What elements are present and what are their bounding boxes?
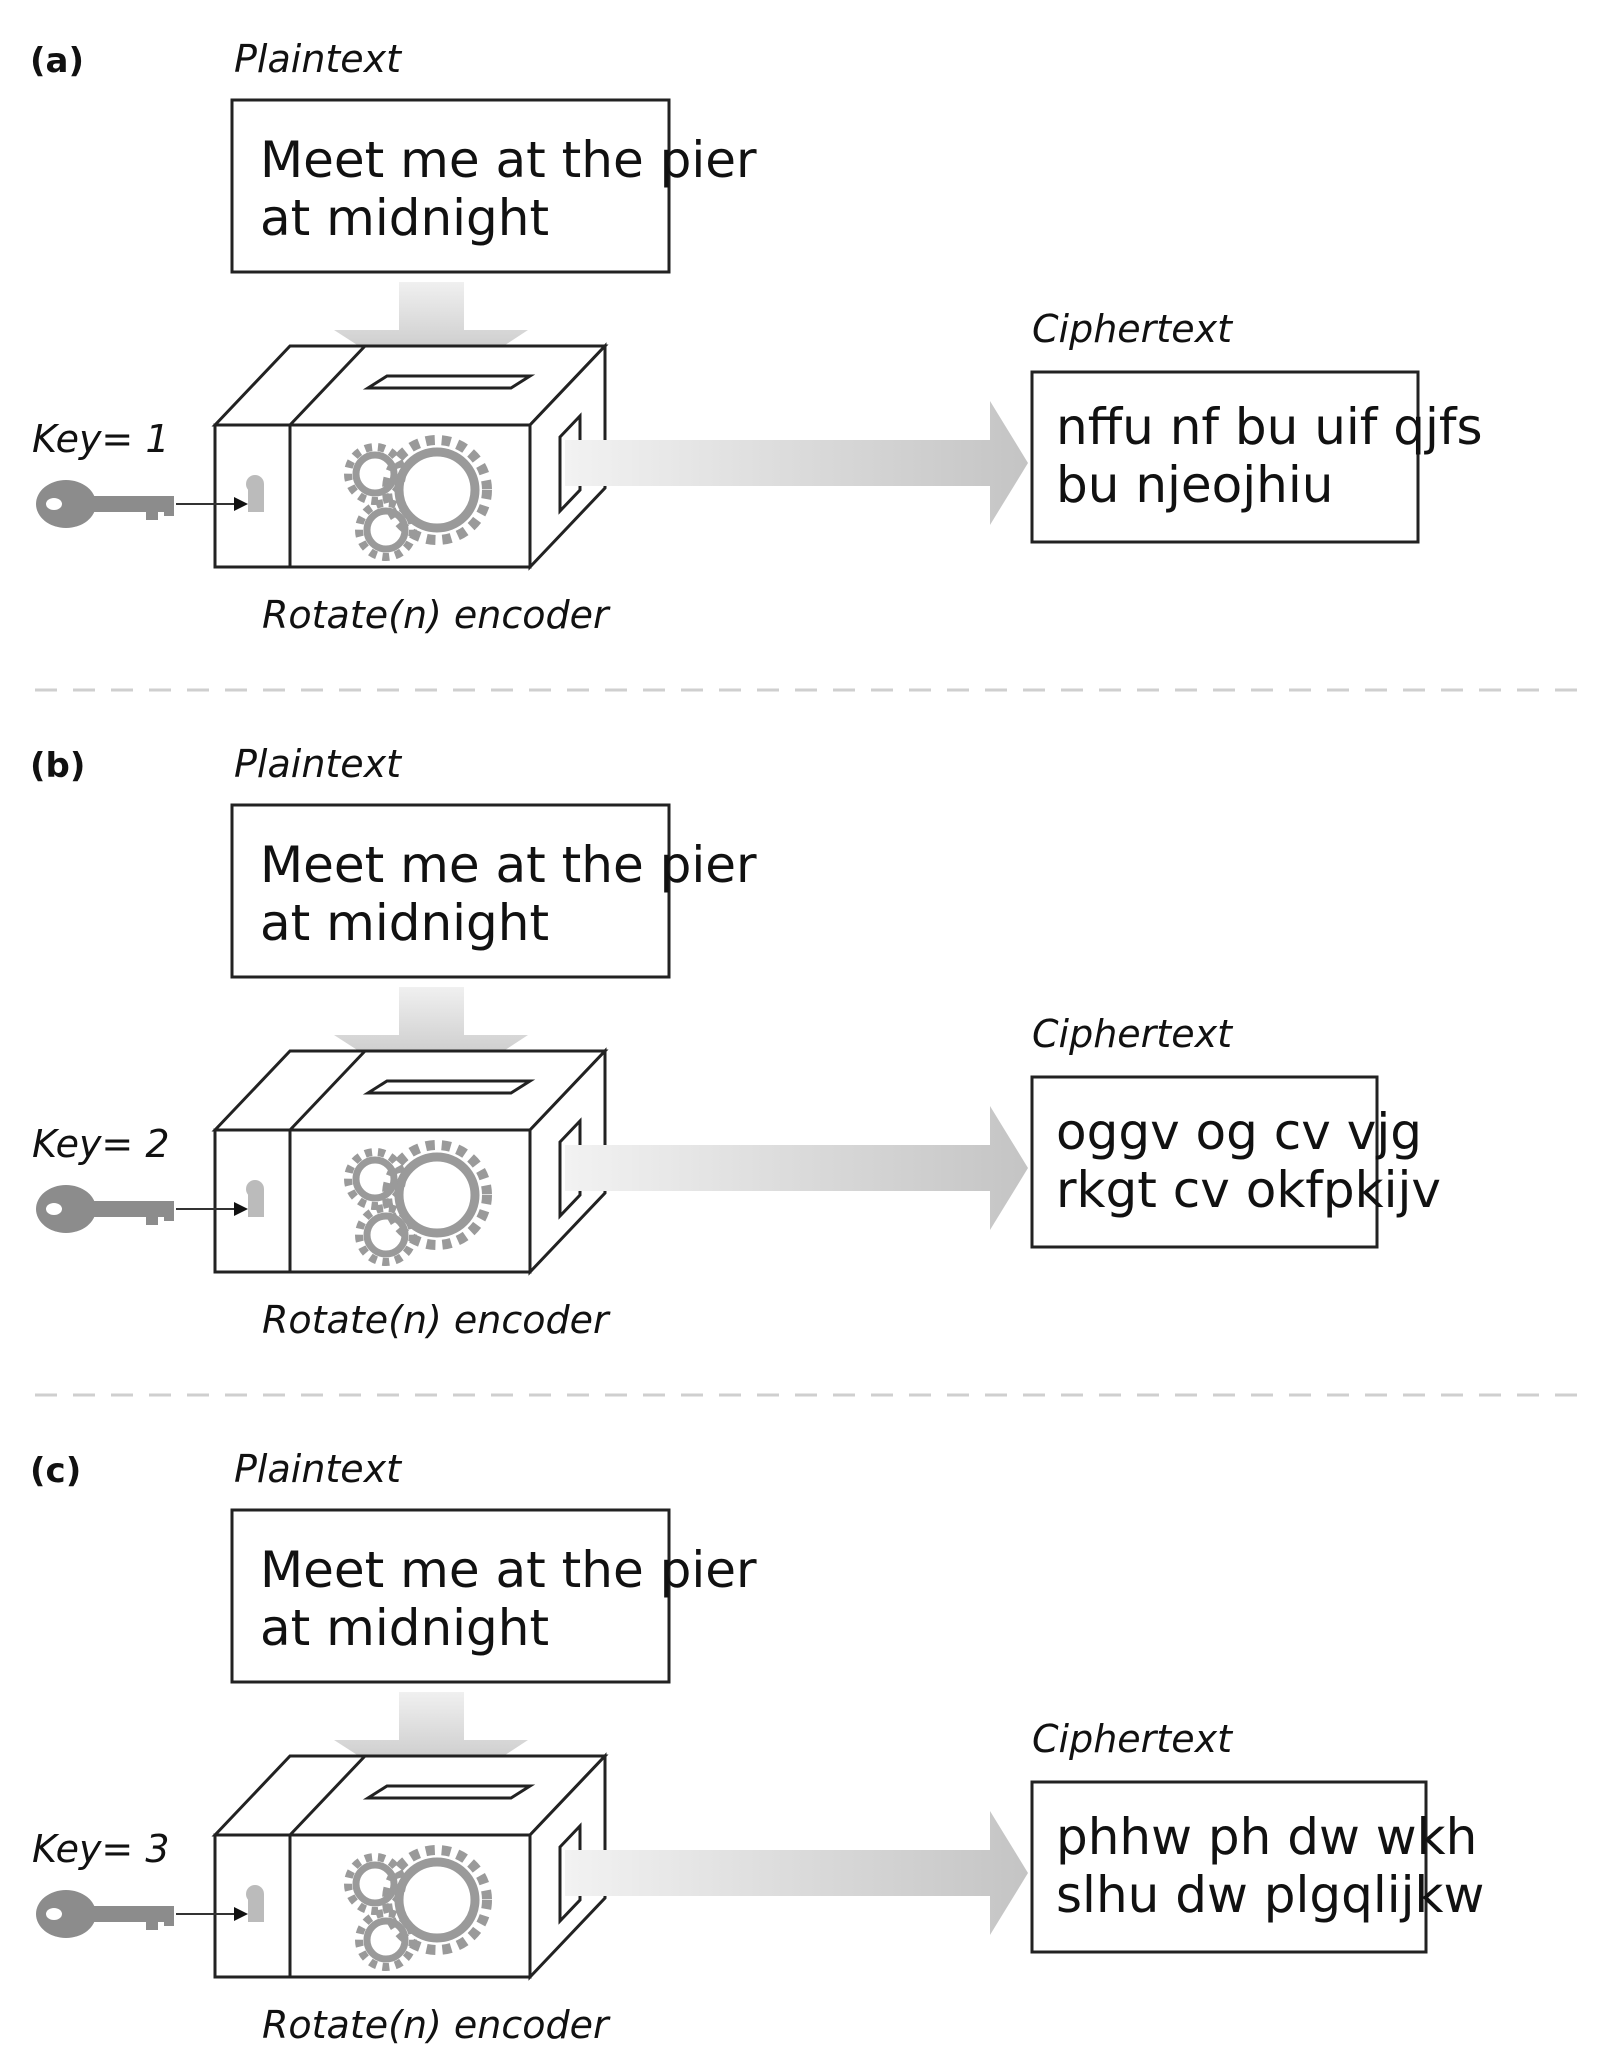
plaintext-line-2: at midnight [260,894,549,952]
key-icon [36,480,174,528]
ciphertext-caption: Ciphertext [1032,1717,1234,1761]
arrow-icon [565,1811,1028,1935]
panel-label: (a) [30,41,84,81]
plaintext-box [230,98,671,274]
ciphertext-box [1030,370,1420,544]
plaintext-caption: Plaintext [234,1447,403,1491]
ciphertext-line-2: slhu dw plgqlijkw [1056,1866,1484,1924]
panel-label: (b) [30,746,85,786]
ciphertext-caption: Ciphertext [1032,307,1234,351]
key-label: Key= 1 [32,417,170,461]
keyhole-icon [246,1180,264,1217]
plaintext-box [230,1508,671,1684]
arrow-icon [565,1106,1028,1230]
rotate-encoder-box [211,987,609,1276]
panel-b: (b) Plaintext Meet me at the pier at mid… [30,742,1441,1342]
panel-label: (c) [30,1451,81,1491]
panel-c: (c) Plaintext Meet me at the pier at mid… [30,1447,1484,2047]
ciphertext-line-1: nffu nf bu uif qjfs [1056,398,1483,456]
key-icon [36,1185,174,1233]
ciphertext-line-1: phhw ph dw wkh [1056,1808,1477,1866]
ciphertext-line-1: oggv og cv vjg [1056,1103,1422,1161]
ciphertext-line-2: bu njeojhiu [1056,456,1333,514]
ciphertext-caption: Ciphertext [1032,1012,1234,1056]
ciphertext-box [1030,1780,1428,1954]
panel-a: (a) Plaintext Meet me at the pier at mid… [30,37,1483,637]
key-label: Key= 3 [32,1827,170,1871]
plaintext-line-1: Meet me at the pier [260,131,757,189]
rotate-encoder-box [211,1692,609,1981]
ciphertext-line-2: rkgt cv okfpkijv [1056,1161,1441,1219]
rotate-encoder-box [211,282,609,571]
plaintext-caption: Plaintext [234,742,403,786]
key-icon [36,1890,174,1938]
plaintext-line-2: at midnight [260,189,549,247]
keyhole-icon [246,1885,264,1922]
encoder-caption: Rotate(n) encoder [262,2003,611,2045]
plaintext-line-2: at midnight [260,1599,549,1657]
plaintext-line-1: Meet me at the pier [260,1541,757,1599]
arrow-icon [565,401,1028,525]
keyhole-icon [246,475,264,512]
plaintext-box [230,803,671,979]
encoder-caption: Rotate(n) encoder [262,1298,611,1342]
ciphertext-box [1030,1075,1379,1249]
encoder-caption: Rotate(n) encoder [262,593,611,637]
key-label: Key= 2 [32,1122,170,1166]
plaintext-caption: Plaintext [234,37,403,81]
plaintext-line-1: Meet me at the pier [260,836,757,894]
